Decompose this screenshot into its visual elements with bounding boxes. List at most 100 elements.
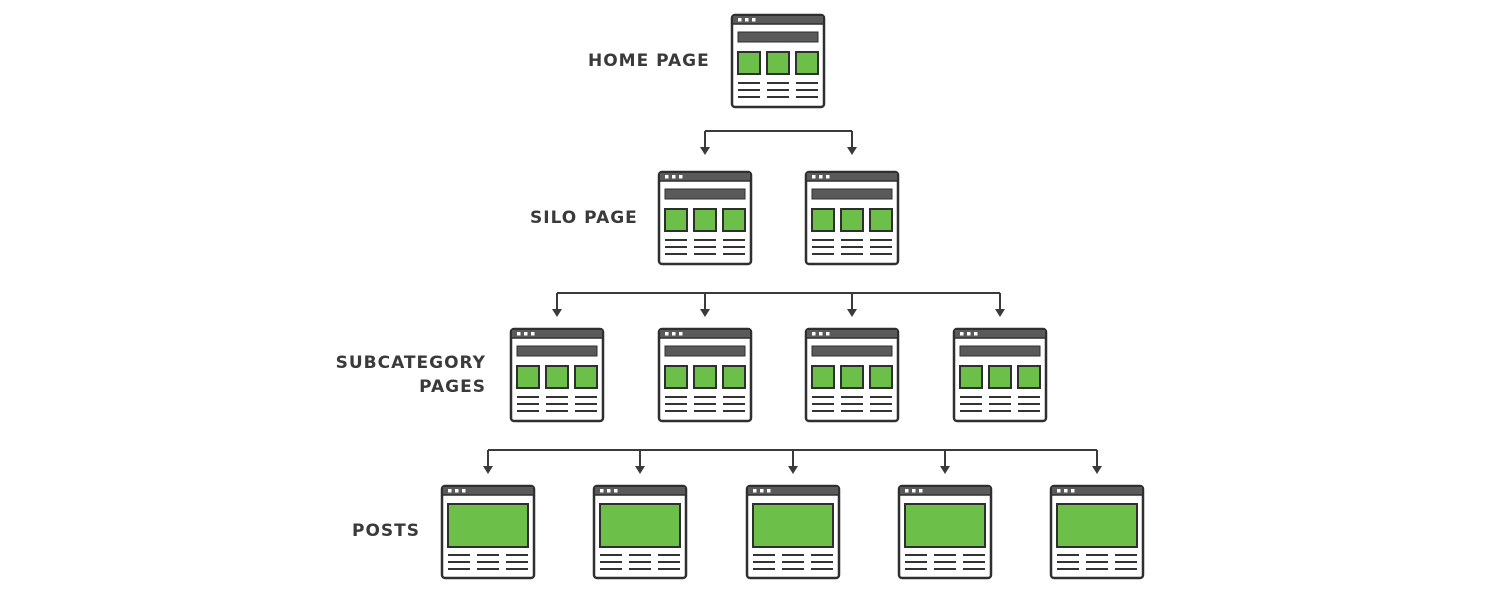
- post-content-block: [599, 503, 681, 548]
- window-dot-icon: [614, 489, 618, 493]
- page-header-bar: [737, 31, 819, 43]
- window-dot-icon: [672, 332, 676, 336]
- silo-page-icon: [804, 170, 900, 266]
- content-tile: [664, 208, 688, 232]
- window-title-bar: [660, 330, 750, 338]
- posts-page-icon: [440, 484, 536, 580]
- post-content-block: [752, 503, 834, 548]
- posts-page-icon: [1049, 484, 1145, 580]
- content-tile: [869, 365, 893, 389]
- content-tile: [766, 51, 790, 75]
- window-dot-icon: [826, 332, 830, 336]
- arrow-down-icon: [995, 309, 1005, 317]
- window-dot-icon: [672, 175, 676, 179]
- arrow-down-icon: [940, 466, 950, 474]
- window-dot-icon: [919, 489, 923, 493]
- window-dot-icon: [967, 332, 971, 336]
- content-tile: [959, 365, 983, 389]
- window-dot-icon: [738, 18, 742, 22]
- window-dot-icon: [531, 332, 535, 336]
- content-tile: [722, 365, 746, 389]
- window-dot-icon: [812, 332, 816, 336]
- subcategory-page-icon: [952, 327, 1048, 423]
- arrow-down-icon: [700, 147, 710, 155]
- window-title-bar: [900, 487, 990, 495]
- window-title-bar: [807, 173, 897, 181]
- window-dot-icon: [819, 332, 823, 336]
- content-tile: [516, 365, 540, 389]
- window-dot-icon: [517, 332, 521, 336]
- label-home-page-line: HOME PAGE: [588, 51, 710, 71]
- arrow-down-icon: [788, 466, 798, 474]
- window-dot-icon: [665, 332, 669, 336]
- content-tile: [545, 365, 569, 389]
- window-dot-icon: [812, 175, 816, 179]
- post-content-block: [447, 503, 529, 548]
- post-content-block: [1056, 503, 1138, 548]
- window-dot-icon: [679, 175, 683, 179]
- window-title-bar: [733, 16, 823, 24]
- window-dot-icon: [905, 489, 909, 493]
- window-dot-icon: [753, 489, 757, 493]
- window-title-bar: [1052, 487, 1142, 495]
- window-title-bar: [595, 487, 685, 495]
- home-page-icon: [730, 13, 826, 109]
- content-tile: [664, 365, 688, 389]
- connector-to-subcategory: [552, 292, 1005, 317]
- subcategory-page-icon: [804, 327, 900, 423]
- window-dot-icon: [1057, 489, 1061, 493]
- window-dot-icon: [1064, 489, 1068, 493]
- window-dot-icon: [462, 489, 466, 493]
- content-tile: [795, 51, 819, 75]
- page-header-bar: [811, 188, 893, 200]
- arrow-down-icon: [847, 147, 857, 155]
- arrow-down-icon: [1092, 466, 1102, 474]
- window-dot-icon: [665, 175, 669, 179]
- window-dot-icon: [600, 489, 604, 493]
- content-tile: [693, 365, 717, 389]
- label-posts-line: POSTS: [352, 521, 420, 541]
- silo-page-icon: [657, 170, 753, 266]
- window-title-bar: [807, 330, 897, 338]
- connector-to-posts: [483, 449, 1102, 474]
- page-header-bar: [959, 345, 1041, 357]
- content-tile: [988, 365, 1012, 389]
- window-dot-icon: [819, 175, 823, 179]
- window-dot-icon: [448, 489, 452, 493]
- label-posts: POSTS: [352, 519, 420, 543]
- arrow-down-icon: [635, 466, 645, 474]
- window-title-bar: [443, 487, 533, 495]
- window-dot-icon: [767, 489, 771, 493]
- window-title-bar: [512, 330, 602, 338]
- window-dot-icon: [1071, 489, 1075, 493]
- posts-page-icon: [897, 484, 993, 580]
- window-dot-icon: [524, 332, 528, 336]
- page-header-bar: [664, 345, 746, 357]
- page-header-bar: [516, 345, 598, 357]
- page-header-bar: [811, 345, 893, 357]
- window-dot-icon: [912, 489, 916, 493]
- window-dot-icon: [455, 489, 459, 493]
- window-title-bar: [660, 173, 750, 181]
- content-tile: [811, 208, 835, 232]
- arrow-down-icon: [847, 309, 857, 317]
- label-silo-page: SILO PAGE: [530, 206, 638, 230]
- window-dot-icon: [960, 332, 964, 336]
- content-tile: [722, 208, 746, 232]
- connector-to-silo: [700, 130, 857, 155]
- content-tile: [1017, 365, 1041, 389]
- window-dot-icon: [826, 175, 830, 179]
- content-tile: [869, 208, 893, 232]
- label-home-page: HOME PAGE: [588, 49, 710, 73]
- window-dot-icon: [745, 18, 749, 22]
- content-tile: [693, 208, 717, 232]
- content-tile: [840, 365, 864, 389]
- label-subcategory-line-1: SUBCATEGORY: [335, 353, 486, 373]
- posts-page-icon: [745, 484, 841, 580]
- window-title-bar: [955, 330, 1045, 338]
- arrow-down-icon: [700, 309, 710, 317]
- content-tile: [574, 365, 598, 389]
- content-tile: [737, 51, 761, 75]
- window-dot-icon: [752, 18, 756, 22]
